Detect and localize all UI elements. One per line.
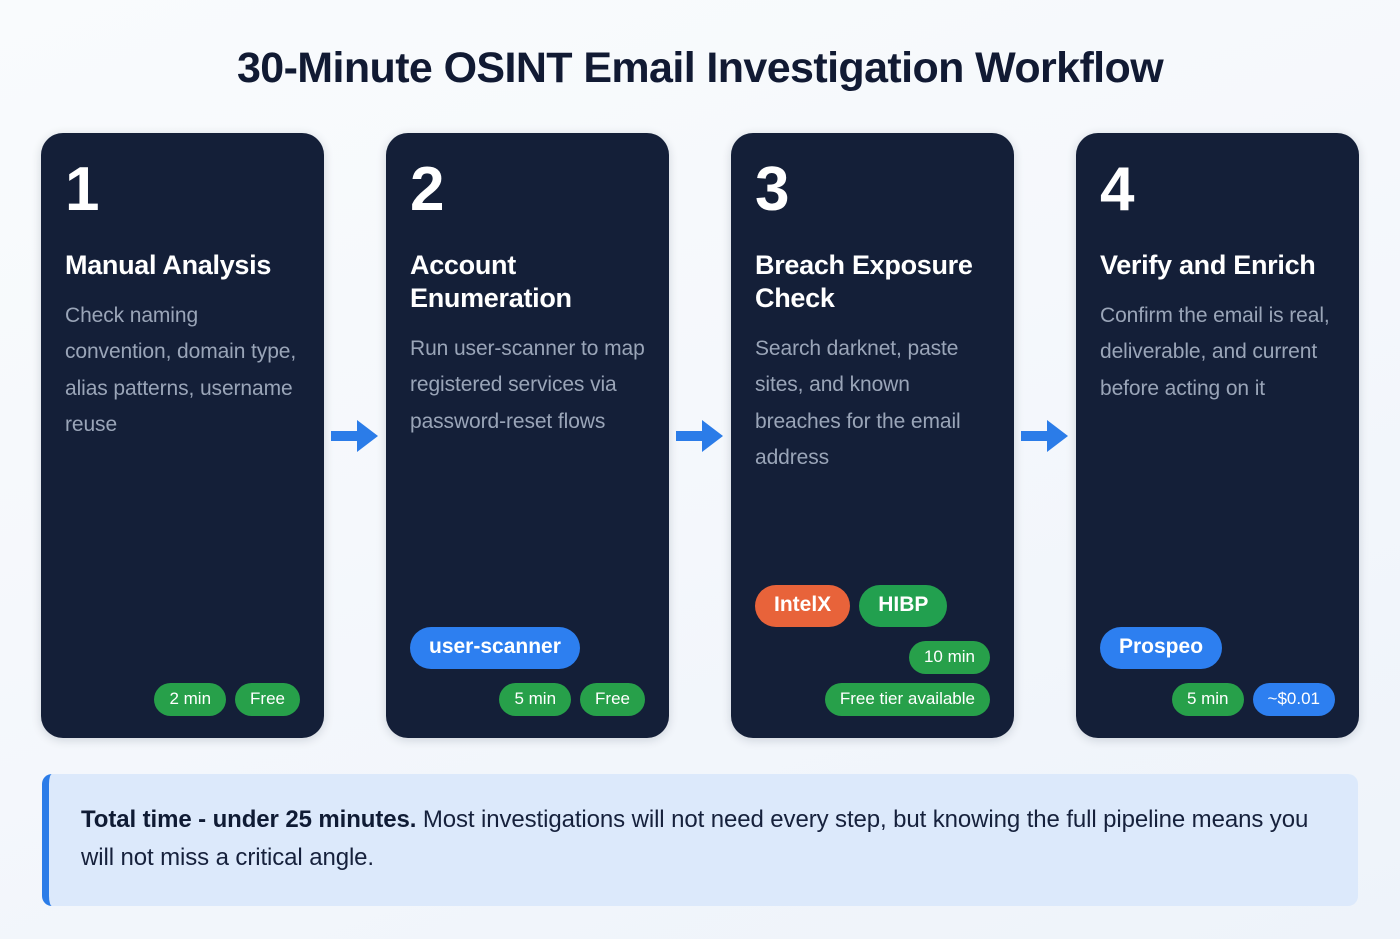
footer-bold-text: Total time - under 25 minutes.: [81, 806, 417, 834]
tool-pill[interactable]: IntelX: [755, 585, 851, 628]
step-meta-badges: 5 min~$0.01: [1100, 683, 1335, 717]
step-tool-pills: user-scanner: [410, 627, 645, 670]
meta-badge: 2 min: [154, 683, 227, 717]
meta-badge: Free: [235, 683, 300, 717]
meta-badge: Free tier available: [824, 683, 990, 717]
meta-badge: 10 min: [908, 641, 990, 675]
step-number: 2: [410, 155, 444, 225]
meta-badge: ~$0.01: [1252, 683, 1335, 717]
step-title: Account Enumeration: [410, 250, 572, 314]
step-number: 4: [1100, 155, 1134, 225]
step-title: Manual Analysis: [65, 250, 272, 281]
step-description: Run user-scanner to map registered servi…: [410, 337, 645, 433]
tool-pill[interactable]: Prospeo: [1100, 627, 1223, 670]
arrow-step-2-to-3: [669, 133, 731, 738]
step-description: Search darknet, paste sites, and known b…: [755, 337, 961, 469]
meta-badge: 5 min: [1171, 683, 1244, 717]
step-title: Breach Exposure Check: [755, 250, 973, 314]
meta-badge: 5 min: [499, 683, 572, 717]
page-title: 30-Minute OSINT Email Investigation Work…: [236, 44, 1164, 92]
meta-badge: Free: [580, 683, 645, 717]
footer-rest-text: Most investigations will not need every …: [81, 806, 1309, 872]
arrow-step-1-to-2: [324, 133, 386, 738]
step-number: 3: [755, 155, 789, 225]
card-spacer: [1100, 407, 1335, 628]
tool-pill[interactable]: HIBP: [859, 585, 948, 628]
footer-summary-note: Total time - under 25 minutes. Most inve…: [42, 774, 1358, 907]
tool-pill[interactable]: user-scanner: [410, 627, 580, 670]
step-description: Confirm the email is real, deliverable, …: [1100, 304, 1330, 400]
arrow-step-3-to-4: [1014, 133, 1076, 738]
step-description: Check naming convention, domain type, al…: [65, 304, 297, 436]
card-spacer: [410, 440, 645, 628]
step-number: 1: [65, 155, 99, 225]
step-tool-pills: Prospeo: [1100, 627, 1335, 670]
card-spacer: [65, 443, 300, 684]
card-spacer: [755, 476, 990, 586]
step-title: Verify and Enrich: [1100, 250, 1316, 281]
